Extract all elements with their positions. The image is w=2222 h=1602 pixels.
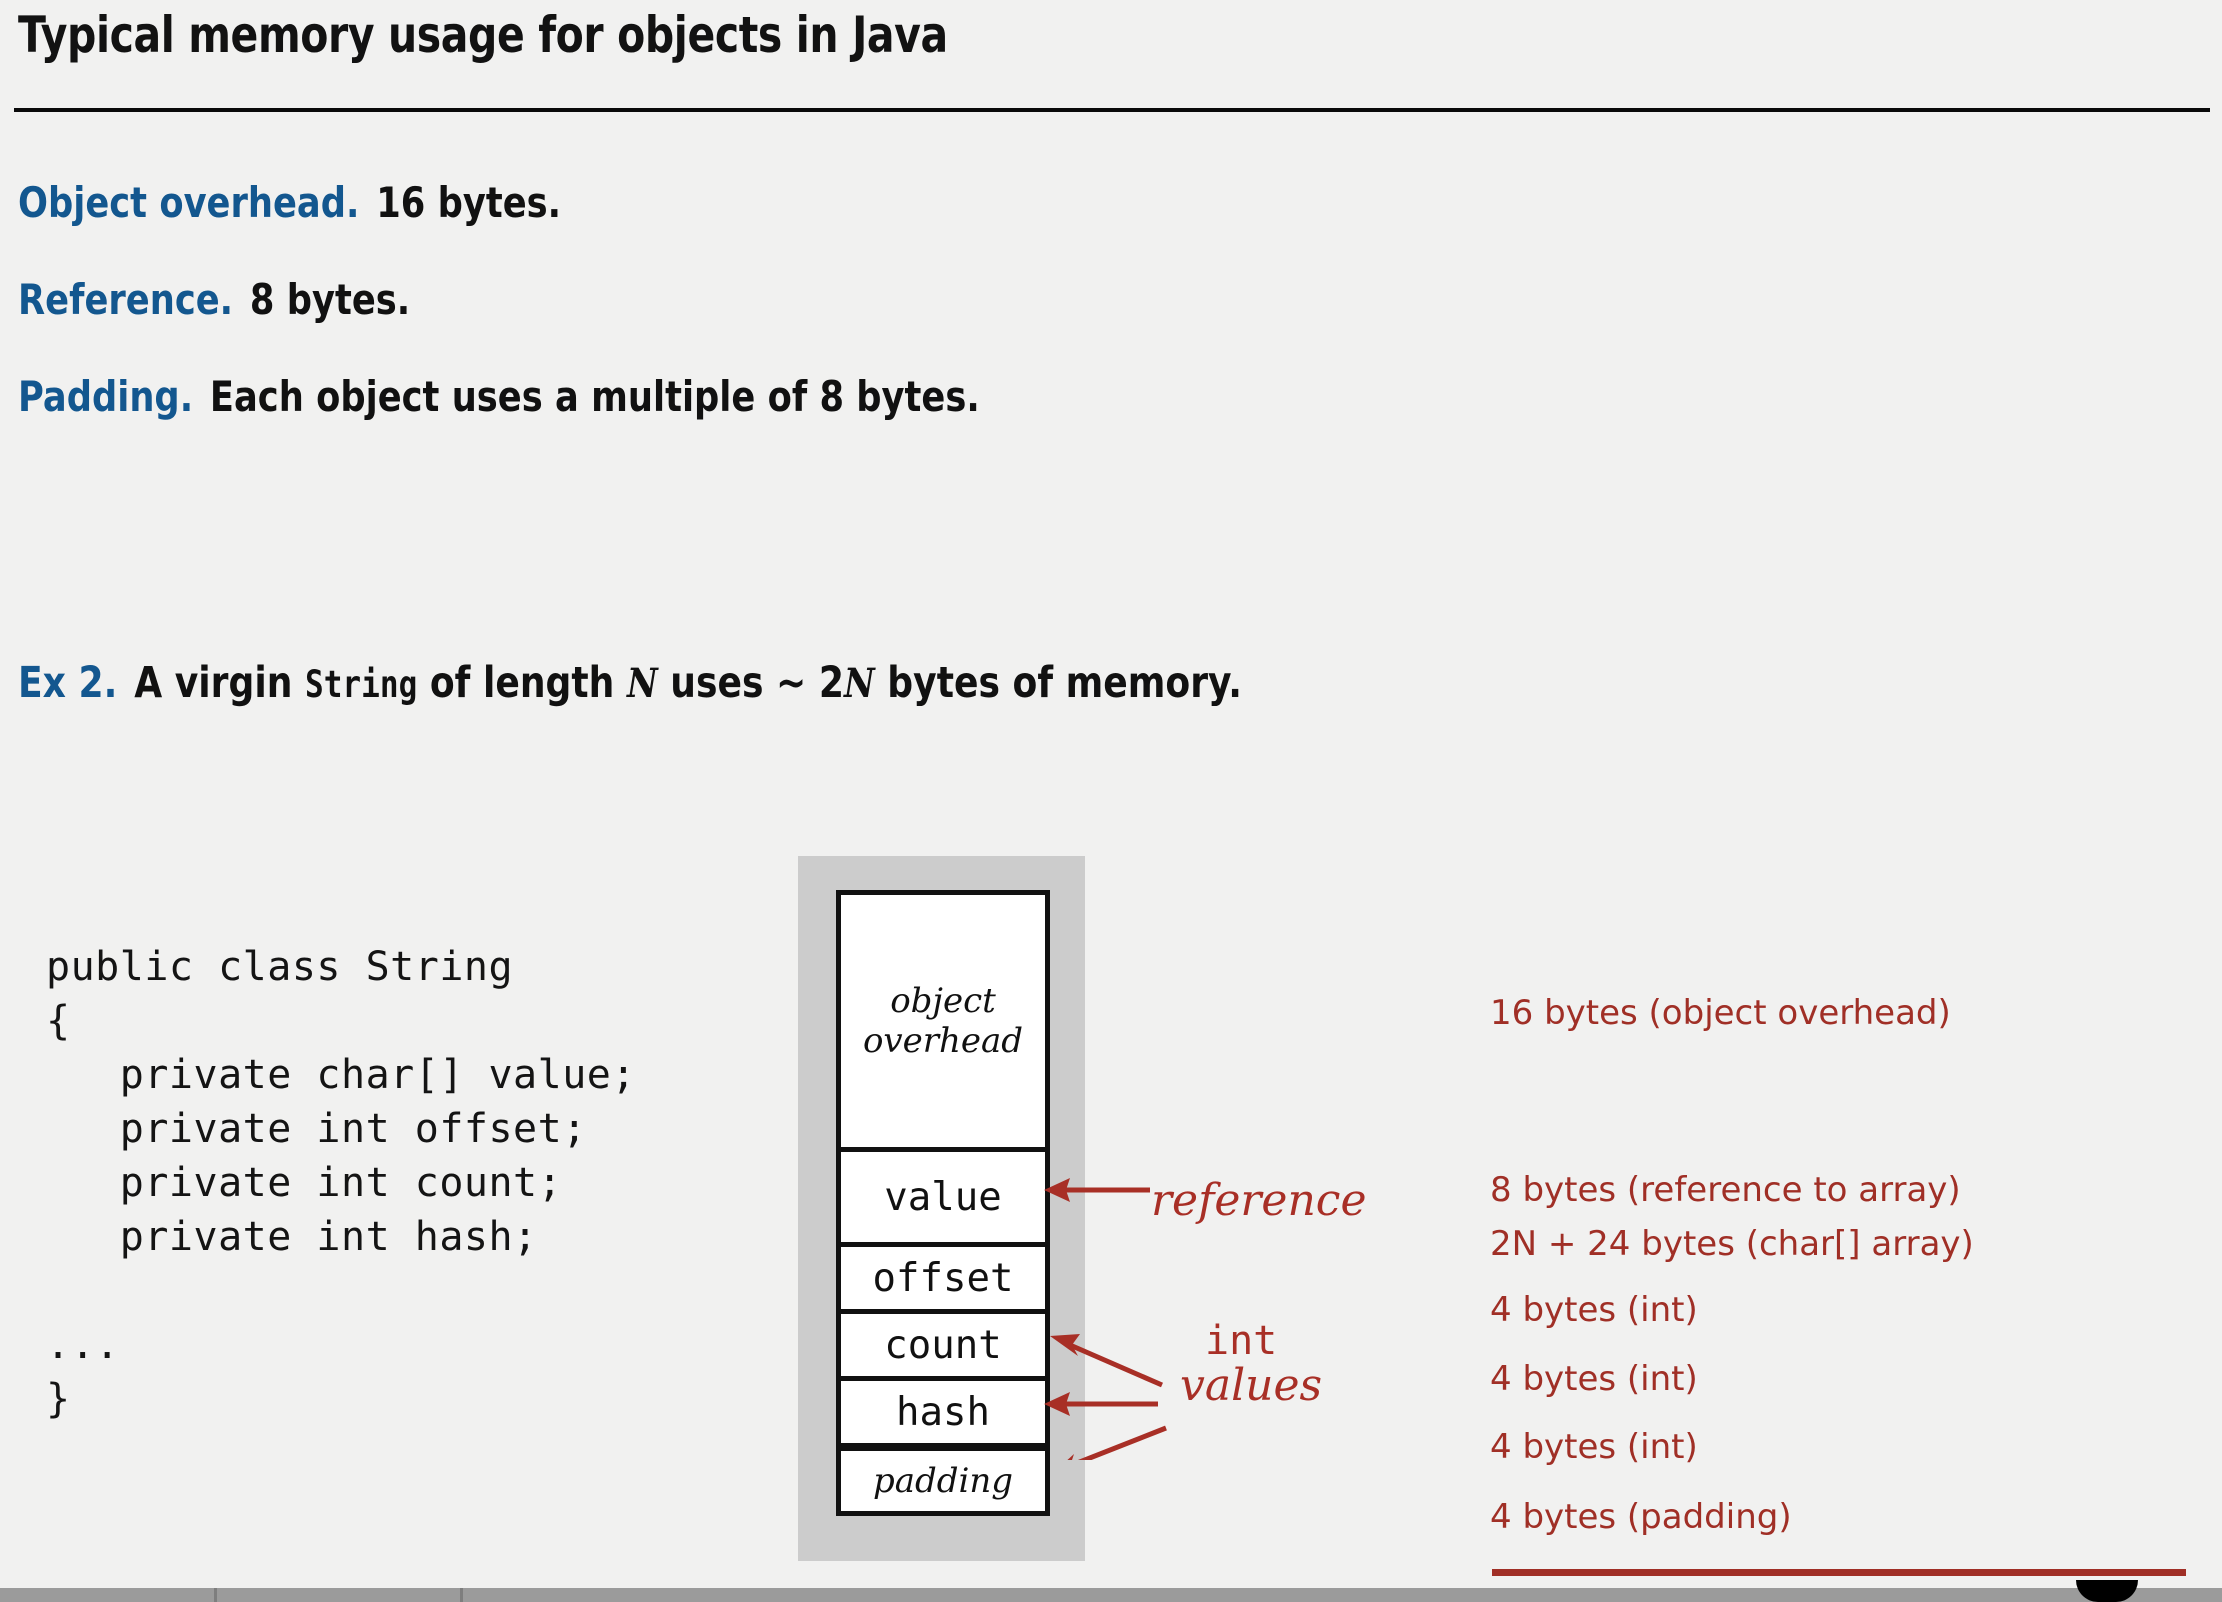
byte-total-divider: [1492, 1569, 2186, 1576]
bullet-body-label: Each object uses a multiple of 8 bytes.: [209, 372, 980, 421]
memory-cell-count: count: [841, 1314, 1045, 1381]
annotation-reference-label: reference: [1151, 1175, 1367, 1226]
example-lead-label: Ex 2.: [18, 658, 118, 708]
bottom-status-bar: [0, 1588, 2222, 1602]
byte-line-reference-to-array: 8 bytes (reference to array): [1490, 1170, 1961, 1210]
bottom-bar-divider: [460, 1588, 463, 1602]
bullet-object-overhead: Object overhead. 16 bytes.: [18, 178, 561, 227]
arrow-line-hash: [1077, 1425, 1167, 1460]
example-text-d: bytes of memory.: [874, 658, 1242, 708]
byte-line-object-overhead: 16 bytes (object overhead): [1490, 993, 1951, 1033]
example-statement: Ex 2. A virgin String of length N uses ~ …: [18, 658, 1242, 708]
byte-line-int-hash: 4 bytes (int): [1490, 1427, 1698, 1467]
byte-line-padding: 4 bytes (padding): [1490, 1497, 1792, 1537]
byte-line-int-count: 4 bytes (int): [1490, 1359, 1698, 1399]
bullet-reference: Reference. 8 bytes.: [18, 275, 410, 324]
bullet-lead-label: Object overhead.: [18, 178, 360, 227]
bullet-padding: Padding. Each object uses a multiple of 8…: [18, 372, 980, 421]
title-divider: [14, 108, 2210, 112]
byte-line-int-offset: 4 bytes (int): [1490, 1290, 1698, 1330]
memory-cell-hash: hash: [841, 1381, 1045, 1448]
bullet-lead-label: Padding.: [18, 372, 194, 421]
bullet-body-label: 8 bytes.: [249, 275, 411, 324]
example-code-string: String: [305, 663, 418, 706]
example-text-c: uses ~ 2: [657, 658, 845, 708]
example-var-n: N: [626, 660, 658, 707]
example-text-b: of length: [417, 658, 627, 708]
example-text-a: A virgin: [134, 658, 306, 708]
byte-line-char-array: 2N + 24 bytes (char[] array): [1490, 1224, 1974, 1264]
memory-cell-padding: padding: [841, 1448, 1045, 1511]
bullet-lead-label: Reference.: [18, 275, 234, 324]
page-title: Typical memory usage for objects in Java: [18, 6, 948, 64]
memory-cell-offset: offset: [841, 1247, 1045, 1314]
memory-cell-value: value: [841, 1152, 1045, 1247]
bottom-bar-divider: [214, 1588, 217, 1602]
bullet-body-label: 16 bytes.: [376, 178, 562, 227]
java-code-block: public class String { private char[] val…: [46, 944, 636, 1422]
annotation-int-label: int: [1205, 1318, 1278, 1364]
example-var-n2: N: [844, 660, 875, 707]
pointer-cursor-icon: [2076, 1580, 2138, 1602]
annotation-values-label: values: [1180, 1360, 1323, 1411]
